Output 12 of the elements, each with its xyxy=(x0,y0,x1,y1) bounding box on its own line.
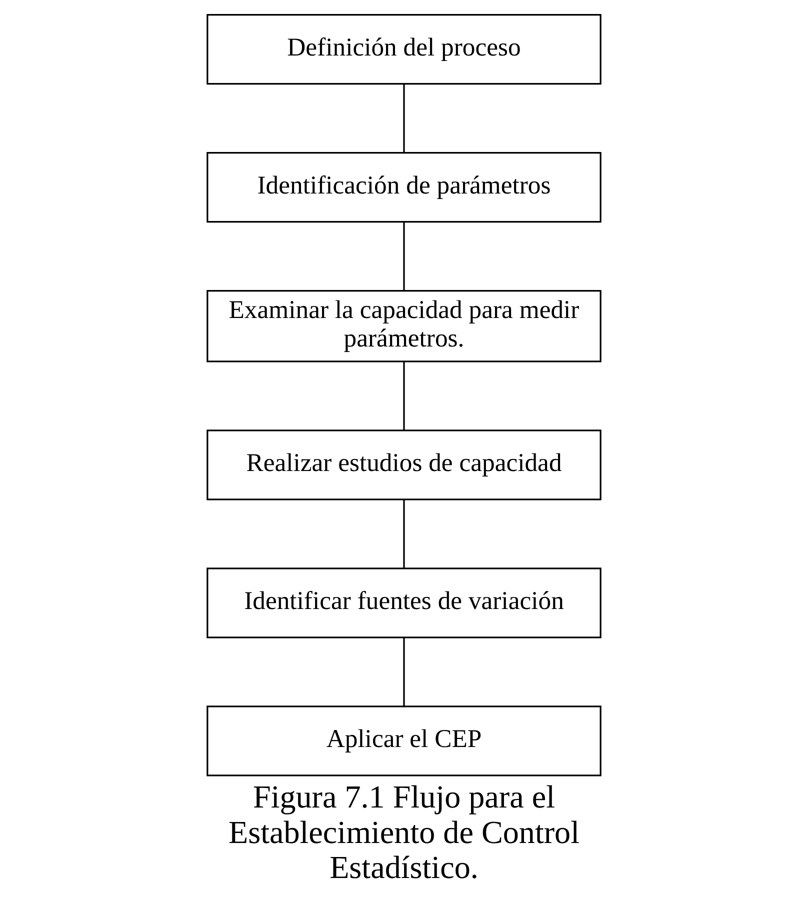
caption: Figura 7.1 Flujo para el Establecimiento de Control Estadístico. xyxy=(228,778,579,886)
connector xyxy=(402,638,404,706)
node-box: Aplicar el CEP xyxy=(206,706,601,776)
node-box: Realizar estudios de capacidad xyxy=(206,430,601,500)
node-box: Identificación de parámetros xyxy=(206,152,601,223)
node-box: Examinar la capacidad para medir parámetros. xyxy=(206,290,601,362)
connector xyxy=(402,362,404,430)
node-box: Definición del proceso xyxy=(206,14,601,85)
node-box: Identificar fuentes de variación xyxy=(206,568,601,638)
connector xyxy=(402,84,404,152)
connector xyxy=(402,500,404,568)
connector xyxy=(402,222,404,291)
